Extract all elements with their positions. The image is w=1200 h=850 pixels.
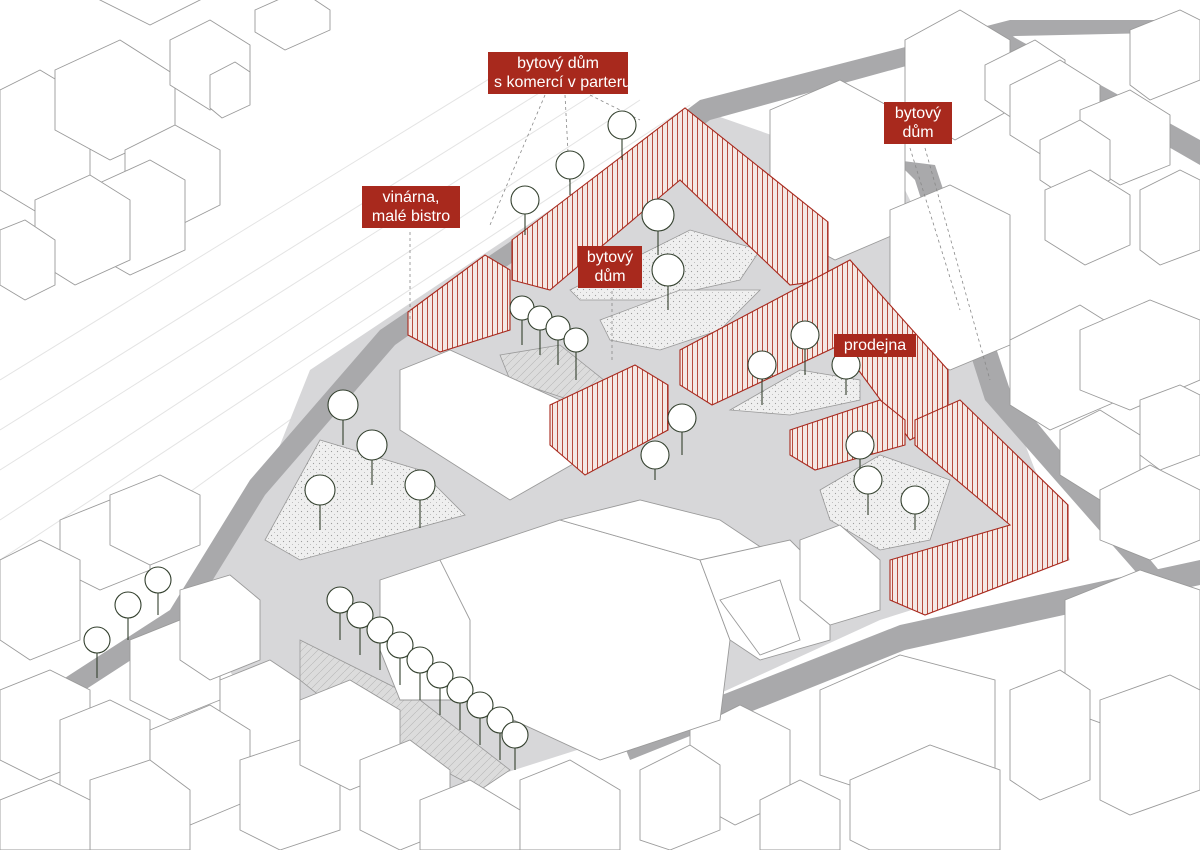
label-line: dům — [902, 124, 934, 141]
tree — [83, 626, 111, 678]
building-vinarna — [407, 254, 511, 353]
tree — [555, 150, 585, 195]
tree — [446, 676, 474, 730]
label-line: bytový — [894, 105, 942, 122]
tree — [651, 253, 685, 310]
label-vinarna: vinárna, malé bistro — [362, 186, 460, 228]
trees — [83, 110, 930, 770]
label-line: prodejna — [843, 337, 907, 354]
label-prodejna: prodejna — [834, 334, 916, 357]
tree — [386, 631, 414, 685]
building-north-l — [511, 107, 829, 291]
tree — [607, 110, 637, 160]
tree — [304, 474, 336, 530]
tree — [366, 616, 394, 670]
building-southeast-u — [889, 399, 1069, 616]
tree — [327, 389, 359, 445]
building-center — [549, 364, 669, 476]
tree — [853, 465, 883, 515]
tree — [406, 646, 434, 700]
label-line: dům — [594, 268, 626, 285]
label-line: bytový dům — [517, 55, 599, 72]
tree — [545, 315, 571, 365]
tree — [426, 661, 454, 715]
tree — [790, 320, 820, 375]
tree — [326, 586, 354, 640]
tree — [356, 429, 388, 485]
building-east-middle — [679, 259, 949, 441]
label-bytovy-dum-komerce: bytový dům s komercí v parteru — [488, 52, 631, 94]
tree — [667, 403, 697, 455]
tree — [346, 601, 374, 655]
building-south-low — [789, 399, 906, 471]
tree — [640, 440, 670, 480]
tree — [747, 350, 777, 405]
label-line: bytový — [586, 249, 634, 266]
proposed-buildings — [407, 107, 1069, 616]
tree — [510, 185, 540, 235]
label-line: malé bistro — [371, 208, 451, 225]
tree — [641, 198, 675, 255]
label-line: vinárna, — [382, 189, 440, 206]
tree — [501, 721, 529, 770]
label-bytovy-dum-right: bytový dům — [884, 102, 952, 144]
tree — [563, 327, 589, 380]
tree — [466, 691, 494, 745]
label-line: s komercí v parteru — [494, 74, 631, 91]
road-south — [620, 560, 1200, 760]
tree — [144, 566, 172, 615]
tree — [404, 469, 436, 528]
label-bytovy-dum-center: bytový dům — [578, 246, 642, 288]
tree — [114, 591, 142, 640]
tree — [900, 485, 930, 530]
